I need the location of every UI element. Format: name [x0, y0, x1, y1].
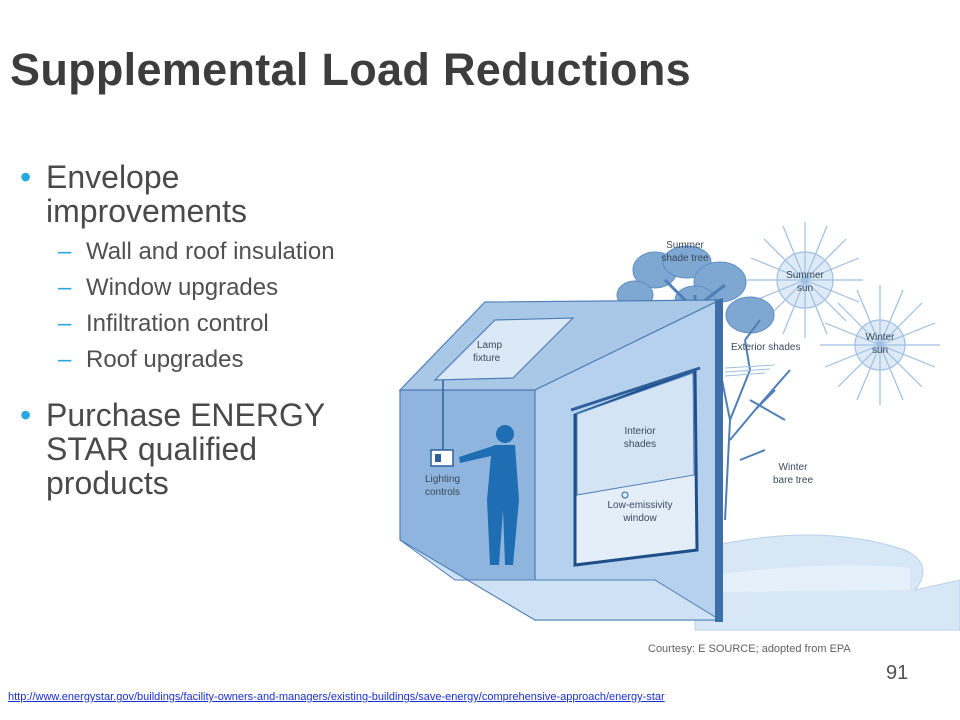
- sub-bullet-roof: –Roof upgrades: [20, 342, 400, 378]
- winter-sun-icon: [820, 285, 940, 405]
- label-low-e-window: Low-emissivity: [607, 500, 672, 511]
- sub-bullet-text: Roof upgrades: [86, 346, 244, 373]
- slide-title: Supplemental Load Reductions: [10, 44, 691, 95]
- bullet-dot-icon: •: [20, 397, 32, 433]
- bullet-envelope-line2: improvements: [46, 193, 247, 229]
- label-winter-sun: Winter: [866, 332, 896, 343]
- bullet-energy-star-line3: products: [46, 465, 169, 501]
- bullet-energy-star-line2: STAR qualified: [46, 431, 258, 467]
- dash-icon: –: [58, 274, 72, 301]
- label-interior-shades: Interior: [624, 426, 656, 437]
- label-lamp-fixture: Lamp: [477, 340, 502, 351]
- label-exterior-shades: Exterior shades: [731, 342, 800, 353]
- bullet-energy-star-line1: Purchase ENERGY: [46, 397, 326, 433]
- lamp-fixture: [433, 317, 575, 381]
- envelope-sub-list: –Wall and roof insulation –Window upgrad…: [20, 234, 400, 378]
- sub-bullet-text: Infiltration control: [86, 310, 269, 337]
- building-energy-illustration: Summer shade tree Summer sun Winter sun …: [398, 222, 960, 631]
- label-summer-sun-2: sun: [797, 283, 813, 294]
- bullet-envelope-line1: Envelope: [46, 159, 180, 195]
- building-floor: [399, 539, 722, 621]
- label-lamp-fixture-2: fixture: [473, 353, 501, 364]
- summer-sun-icon: [747, 222, 863, 338]
- bullet-envelope: • Envelope improvements: [20, 160, 400, 228]
- exterior-shade: [724, 364, 776, 377]
- label-summer-shade-tree-2: shade tree: [661, 253, 709, 264]
- label-winter-bare-tree: Winter: [779, 462, 809, 473]
- page-number: 91: [886, 662, 909, 684]
- label-lighting-controls-2: controls: [425, 487, 460, 498]
- ground-snow-2: [715, 565, 910, 592]
- figure-courtesy: Courtesy: E SOURCE; adopted from EPA: [648, 643, 851, 655]
- person-icon: [459, 425, 519, 565]
- sub-bullet-window: –Window upgrades: [20, 270, 400, 306]
- bullet-dot-icon: •: [20, 159, 32, 195]
- bullet-list: • Envelope improvements –Wall and roof i…: [20, 160, 400, 506]
- label-winter-bare-tree-2: bare tree: [773, 475, 813, 486]
- dash-icon: –: [58, 310, 72, 337]
- sub-bullet-text: Wall and roof insulation: [86, 238, 335, 265]
- sub-bullet-infiltration: –Infiltration control: [20, 306, 400, 342]
- building-front-edge: [715, 298, 723, 622]
- label-low-e-window-2: window: [622, 513, 657, 524]
- label-lighting-controls: Lighting: [425, 474, 460, 485]
- bullet-energy-star: • Purchase ENERGY STAR qualified product…: [20, 398, 400, 500]
- sub-bullet-wall-roof: –Wall and roof insulation: [20, 234, 400, 270]
- lighting-controls-icon: [430, 449, 454, 467]
- label-interior-shades-2: shades: [624, 439, 656, 450]
- interior-shade: [576, 372, 695, 496]
- sub-bullet-text: Window upgrades: [86, 274, 279, 301]
- dash-icon: –: [58, 346, 72, 373]
- label-winter-sun-2: sun: [872, 345, 888, 356]
- energy-star-link[interactable]: http://www.energystar.gov/buildings/faci…: [8, 691, 665, 703]
- label-summer-shade-tree: Summer: [666, 240, 704, 251]
- label-summer-sun: Summer: [786, 270, 824, 281]
- dash-icon: –: [58, 238, 72, 265]
